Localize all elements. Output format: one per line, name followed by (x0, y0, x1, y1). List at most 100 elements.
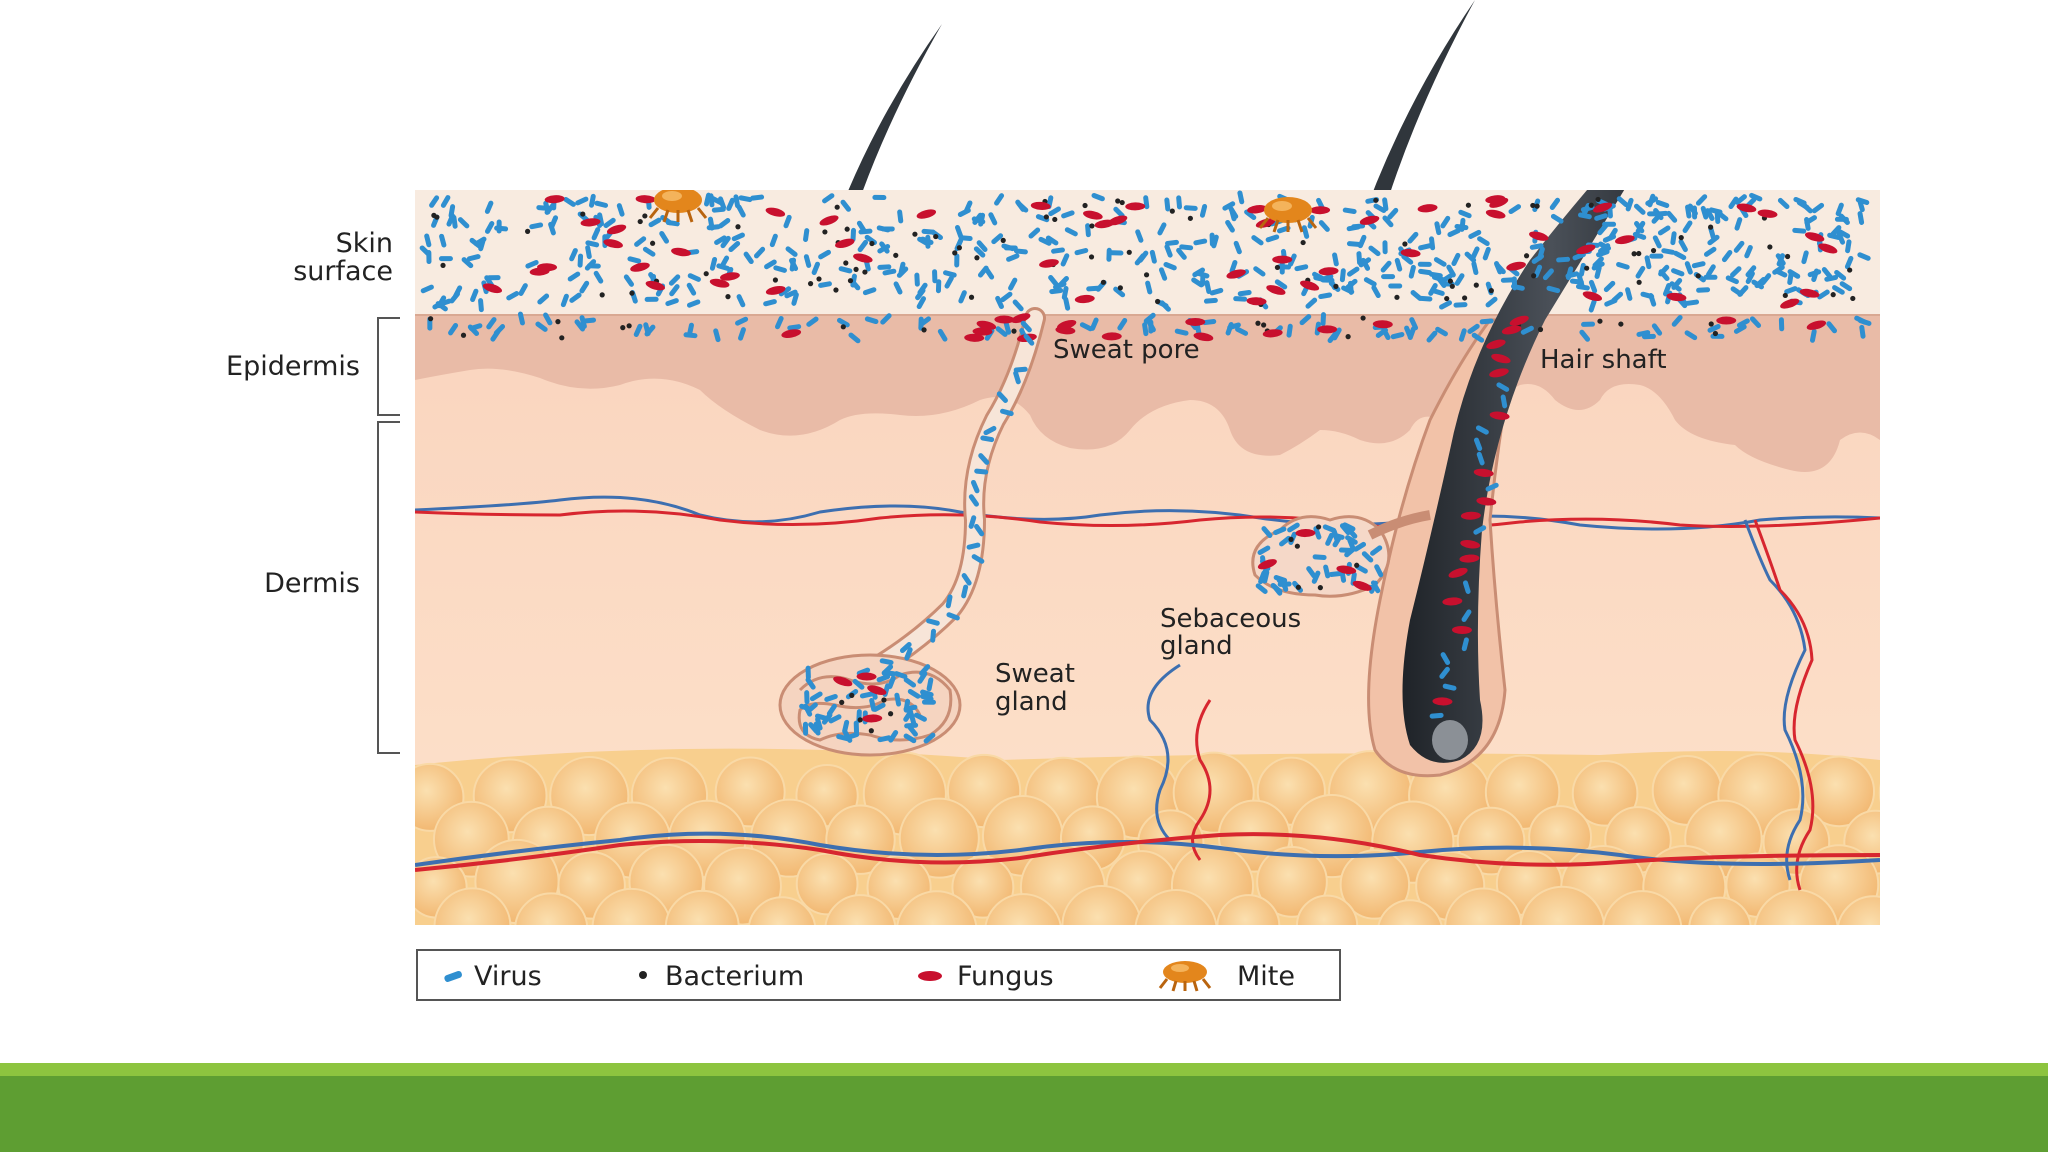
virus-particle (1332, 252, 1339, 267)
virus-particle (486, 275, 501, 281)
virus-particle (1458, 328, 1467, 342)
virus-particle (872, 194, 887, 201)
virus-particle (1015, 199, 1026, 212)
legend-label-mite: Mite (1237, 961, 1295, 992)
virus-particle (1382, 197, 1389, 212)
virus-particle (1255, 583, 1268, 594)
virus-particle (1703, 274, 1718, 280)
bacterium-particle (869, 240, 875, 247)
fungus-particle (580, 218, 601, 227)
bacterium-particle (1618, 321, 1624, 327)
bacterium-particle (1000, 237, 1006, 243)
bacterium-particle (559, 335, 565, 341)
legend-label-fungus: Fungus (957, 961, 1054, 992)
fungus-particle (1806, 320, 1827, 330)
virus-particle (634, 236, 647, 247)
dermis-bracket (377, 421, 400, 754)
bacterium-particle (839, 699, 845, 705)
virus-particle (882, 670, 896, 677)
virus-particle (888, 730, 899, 743)
virus-particle (1837, 229, 1851, 239)
virus-particle (668, 274, 681, 286)
virus-particle (1807, 269, 1822, 278)
virus-particle (1696, 287, 1711, 293)
fungus-particle (603, 239, 623, 249)
virus-particle (1684, 330, 1698, 341)
bacterium-particle (555, 319, 561, 325)
virus-particle (877, 735, 892, 743)
virus-particle (714, 235, 727, 245)
bacterium-particle (1154, 298, 1161, 305)
virus-particle (743, 251, 754, 265)
virus-particle (582, 317, 597, 324)
fat-cell (1889, 852, 1953, 916)
virus-icon (444, 970, 462, 982)
virus-particle (789, 257, 799, 271)
virus-particle (1061, 210, 1075, 219)
virus-particle (1146, 319, 1156, 333)
bacterium-particle (849, 692, 855, 698)
virus-particle (1461, 609, 1472, 622)
virus-particle (926, 618, 940, 626)
virus-particle (517, 311, 525, 326)
virus-particle (976, 240, 988, 253)
virus-particle (1776, 253, 1785, 267)
virus-particle (838, 266, 853, 274)
virus-particle (1475, 425, 1489, 435)
virus-particle (1565, 271, 1580, 279)
fungus-particle (856, 672, 877, 681)
bacterium-particle (888, 711, 894, 717)
virus-particle (1707, 234, 1720, 246)
virus-particle (728, 241, 741, 253)
virus-particle (1707, 323, 1721, 333)
bacterium-particle (833, 287, 839, 293)
virus-particle (1244, 209, 1257, 220)
bacterium-particle (1115, 198, 1121, 204)
virus-particle (828, 714, 842, 724)
virus-particle (1811, 202, 1825, 214)
fungus-particle (1193, 332, 1214, 342)
bacterium-particle (822, 229, 828, 235)
virus-particle (1338, 547, 1353, 553)
bacterium-particle (816, 276, 822, 282)
virus-particle (1028, 227, 1041, 239)
virus-particle (968, 515, 977, 529)
virus-particle (594, 200, 609, 208)
fat-cell (824, 894, 897, 925)
virus-particle (898, 261, 906, 276)
bacterium-particle (1255, 320, 1261, 326)
fungus-particle (529, 267, 550, 276)
fungus-particle (781, 329, 802, 338)
mite-left (648, 190, 708, 223)
virus-particle (1453, 302, 1468, 308)
virus-particle (1682, 220, 1693, 234)
virus-particle (1357, 234, 1367, 249)
virus-particle (1165, 239, 1179, 246)
bacterium-particle (580, 211, 586, 217)
virus-particle (1616, 261, 1630, 270)
virus-particle (917, 236, 930, 247)
virus-particle (543, 200, 551, 215)
virus-particle (1418, 295, 1433, 302)
virus-particle (1838, 213, 1850, 225)
virus-particle (709, 256, 718, 271)
virus-particle (1596, 249, 1610, 258)
fat-cell (1519, 885, 1606, 925)
virus-particle (1012, 299, 1024, 312)
virus-particle (904, 722, 919, 729)
fat-cell (1803, 755, 1876, 828)
bacterium-particle (834, 204, 840, 210)
bacterium-particle (1333, 283, 1339, 289)
virus-particle (1109, 250, 1124, 256)
virus-particle (1830, 225, 1842, 237)
fungus-particle (1247, 205, 1267, 214)
virus-particle (1373, 203, 1387, 213)
virus-particle (574, 319, 586, 332)
fungus-particle (1336, 565, 1357, 575)
virus-particle (1023, 333, 1035, 346)
virus-particle (1464, 251, 1477, 263)
fat-cells (415, 750, 1953, 925)
fungus-particle (1799, 288, 1820, 298)
virus-particle (1588, 298, 1597, 313)
